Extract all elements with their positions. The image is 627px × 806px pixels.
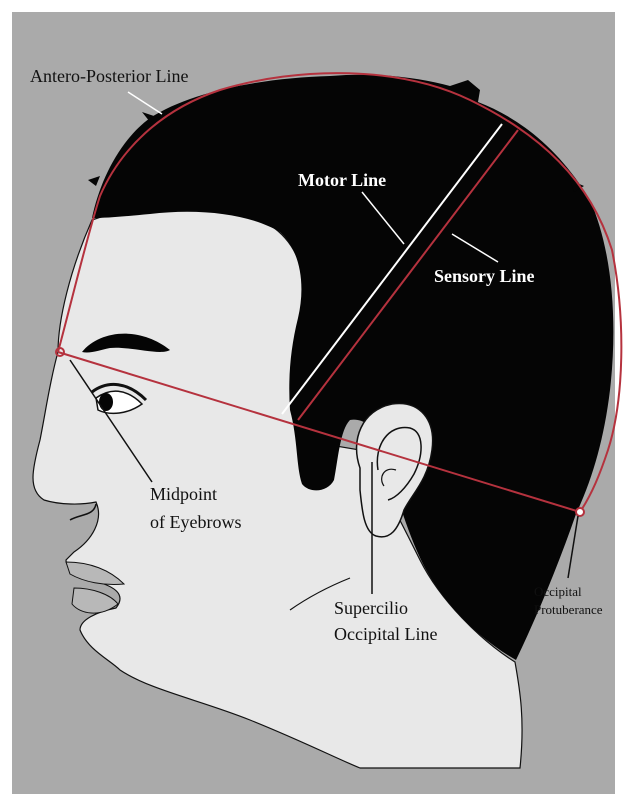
pupil <box>99 393 113 411</box>
occipital-protuberance-marker <box>576 508 584 516</box>
label-midpoint-line2: of Eyebrows <box>150 512 241 532</box>
label-antero-posterior: Antero-Posterior Line <box>30 66 188 86</box>
label-sensory-line: Sensory Line <box>434 266 535 286</box>
label-midpoint-line1: Midpoint <box>150 484 217 504</box>
label-supercilio-line2: Occipital Line <box>334 624 437 644</box>
label-motor-line: Motor Line <box>298 170 386 190</box>
label-supercilio-line1: Supercilio <box>334 598 408 618</box>
label-occipital-line1: Occipital <box>534 584 582 599</box>
label-occipital-line2: Protuberance <box>534 602 603 617</box>
